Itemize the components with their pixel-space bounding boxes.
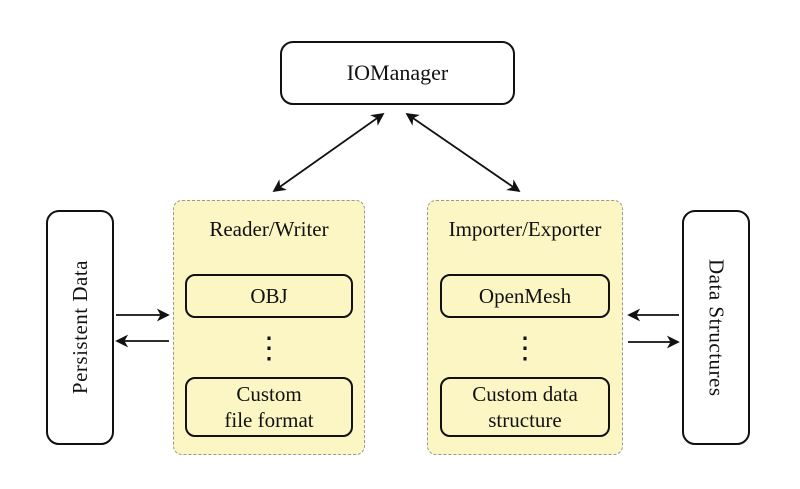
reader-writer-title: Reader/Writer: [209, 217, 329, 241]
plugin-custom-data-structure: Custom data structure: [440, 377, 610, 437]
persistent-data-label: Persistent Data: [67, 260, 92, 395]
data-structures-node: Data Structures: [682, 210, 750, 445]
vdots-icon: ⋮: [510, 332, 540, 365]
iomanager-label: IOManager: [346, 60, 449, 85]
plugin-obj: OBJ: [185, 274, 353, 318]
arrow-iomanager-readerwriter: [272, 112, 385, 193]
data-structures-label: Data Structures: [704, 258, 729, 397]
iomanager-node: IOManager: [280, 41, 515, 105]
plugin-openmesh: OpenMesh: [440, 274, 610, 318]
vdots-icon: ⋮: [254, 332, 284, 365]
arrow-iomanager-importerexporter: [405, 112, 521, 193]
importer-exporter-title: Importer/Exporter: [448, 217, 602, 241]
plugin-custom-file-format: Custom file format: [185, 377, 353, 437]
persistent-data-node: Persistent Data: [46, 210, 114, 445]
